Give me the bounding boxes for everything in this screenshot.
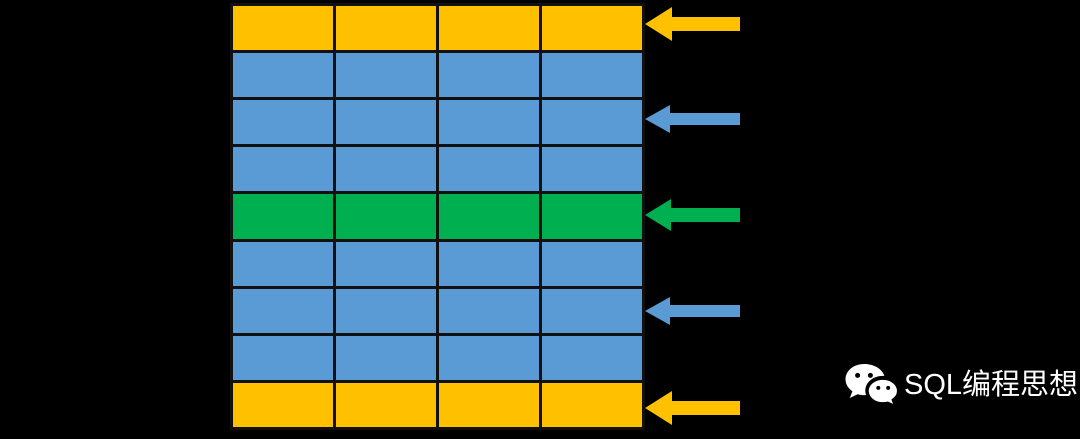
grid-cell	[333, 382, 436, 427]
grid-cell	[233, 6, 333, 50]
grid-cell	[333, 335, 436, 380]
grid-cell	[333, 288, 436, 333]
grid-cell	[333, 241, 436, 286]
grid-cell	[539, 147, 642, 192]
grid-cell	[539, 241, 642, 286]
grid-cell	[436, 382, 539, 427]
grid-cell	[436, 288, 539, 333]
grid-cell	[233, 100, 333, 144]
wechat-icon	[845, 364, 897, 407]
grid-cell	[436, 100, 539, 145]
grid-cell	[333, 53, 436, 98]
grid-cell	[436, 194, 539, 239]
grid-cell	[436, 335, 539, 380]
grid-cell	[233, 147, 333, 191]
arrow-left-icon-row-7	[645, 297, 740, 325]
table-row	[233, 238, 642, 286]
grid-cell	[436, 53, 539, 98]
grid-cell	[539, 194, 642, 239]
grid-cell	[233, 194, 333, 238]
grid-cell	[233, 53, 333, 97]
table-row	[233, 97, 642, 145]
table-row	[233, 379, 642, 427]
grid-cell	[436, 241, 539, 286]
arrow-left-icon-row-5	[645, 199, 740, 231]
grid-cell	[233, 383, 333, 427]
grid-cell	[333, 100, 436, 145]
watermark-text: SQL编程思想	[904, 369, 1079, 401]
watermark: SQL编程思想	[845, 362, 1078, 409]
grid-cell	[436, 6, 539, 51]
table-row	[233, 191, 642, 239]
table-row	[233, 144, 642, 192]
arrow-left-icon-row-1	[645, 7, 740, 41]
grid-cell	[233, 242, 333, 286]
grid-cell	[539, 6, 642, 51]
grid-cell	[436, 147, 539, 192]
grid-cell	[333, 194, 436, 239]
grid-cell	[539, 53, 642, 98]
table-row	[233, 332, 642, 380]
grid-cell	[333, 6, 436, 51]
grid-cell	[539, 382, 642, 427]
table-row	[233, 50, 642, 98]
color-block-grid	[230, 3, 645, 430]
grid-cell	[539, 288, 642, 333]
table-row	[233, 6, 642, 51]
arrow-left-icon-row-9	[645, 391, 740, 425]
grid-cell	[333, 147, 436, 192]
grid-cell	[233, 289, 333, 333]
grid-cell	[539, 335, 642, 380]
arrow-left-icon-row-3	[645, 105, 740, 133]
grid-cell	[539, 100, 642, 145]
grid-cell	[233, 336, 333, 380]
table-row	[233, 285, 642, 333]
